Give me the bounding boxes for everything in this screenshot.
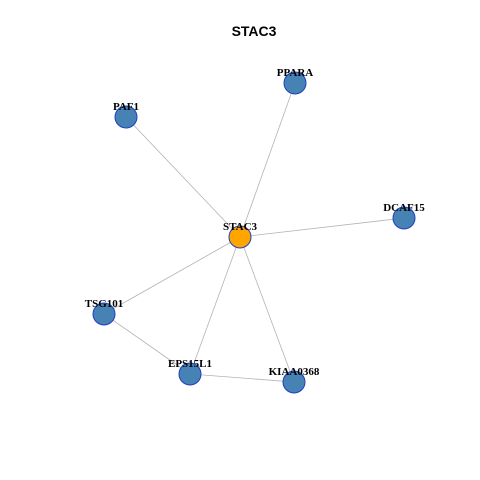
node-label-ppara: PPARA [277, 67, 314, 79]
edge-stac3-ppara [239, 82, 296, 238]
node-label-paf1: PAF1 [113, 101, 139, 113]
node-dcaf15 [392, 206, 416, 230]
edge-stac3-tsg101 [103, 236, 241, 315]
nodes-layer [92, 71, 416, 394]
edges-layer [103, 82, 405, 383]
node-stac3 [228, 225, 252, 249]
node-label-stac3: STAC3 [223, 221, 258, 233]
node-kiaa0368 [282, 370, 306, 394]
node-eps15l1 [178, 362, 202, 386]
node-label-eps15l1: EPS15L1 [168, 358, 212, 370]
graph-title: STAC3 [232, 23, 277, 39]
node-label-kiaa0368: KIAA0368 [269, 366, 320, 378]
node-tsg101 [92, 302, 116, 326]
edge-eps15l1-kiaa0368 [189, 373, 295, 383]
edge-stac3-dcaf15 [239, 217, 405, 238]
node-ppara [283, 71, 307, 95]
node-paf1 [114, 105, 138, 129]
edge-tsg101-eps15l1 [103, 313, 191, 375]
labels-layer: STAC3 PPARA PAF1DCAF15TSG101EPS15L1KIAA036… [85, 67, 426, 378]
edge-stac3-eps15l1 [189, 236, 241, 375]
node-label-dcaf15: DCAF15 [383, 202, 425, 214]
edge-stac3-kiaa0368 [239, 236, 295, 383]
node-label-tsg101: TSG101 [85, 298, 124, 310]
edge-stac3-paf1 [125, 116, 241, 238]
